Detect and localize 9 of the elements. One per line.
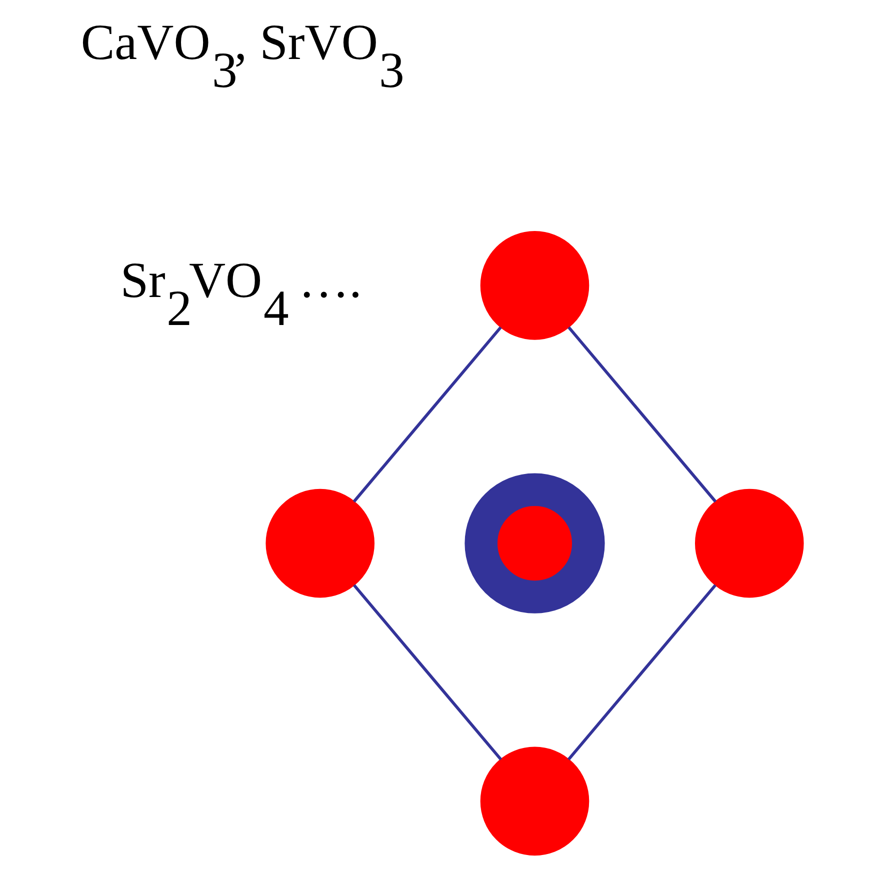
node-circle (694, 488, 804, 598)
node-circle (464, 473, 604, 614)
node-circle (480, 231, 589, 340)
node-circle (480, 746, 589, 856)
node-circle (265, 488, 374, 598)
connector (567, 326, 716, 503)
connector (566, 584, 716, 760)
connector (352, 584, 502, 760)
connector (352, 326, 502, 503)
